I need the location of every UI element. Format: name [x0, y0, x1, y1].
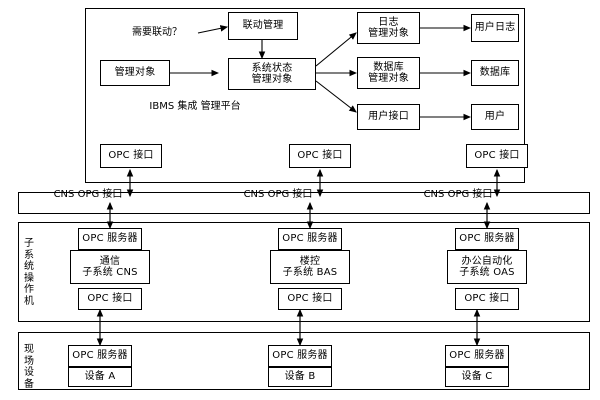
- subsystem-2-opc-interface-label: OPC 接口: [287, 293, 333, 305]
- subsystem-2-name-line2: 子系统 BAS: [282, 267, 338, 278]
- bus-label-2: CNS OPG 接口: [243, 189, 313, 200]
- subsystem-3-name-line2: 子系统 OAS: [459, 267, 515, 278]
- node-log-object: 日志 管理对象: [357, 12, 420, 44]
- subsystem-2-server: OPC 服务器: [278, 228, 342, 250]
- node-system-state-object: 系统状态 管理对象: [228, 58, 316, 90]
- subsystem-1-name: 通信 子系统 CNS: [70, 250, 150, 284]
- field-device-2-label: 设备 B: [284, 371, 316, 383]
- node-database-label: 数据库: [479, 67, 511, 79]
- subsystem-2-opc-interface: OPC 接口: [278, 288, 342, 310]
- band-label-subsystem: 子系统操作机: [24, 238, 34, 307]
- subsystem-1-server-label: OPC 服务器: [82, 233, 138, 245]
- bus-label-1: CNS OPG 接口: [53, 189, 123, 200]
- platform-title-line1: IBMS 集成: [149, 101, 198, 112]
- platform-title-line2: 管理平台: [200, 101, 241, 112]
- subsystem-band-frame: [18, 222, 590, 322]
- node-log-object-line2: 管理对象: [368, 28, 409, 39]
- field-device-3-server: OPC 服务器: [445, 345, 509, 367]
- subsystem-1-opc-interface-label: OPC 接口: [87, 293, 133, 305]
- node-managed-object-label: 管理对象: [114, 67, 156, 79]
- field-device-1-server: OPC 服务器: [68, 345, 132, 367]
- subsystem-3-opc-interface-label: OPC 接口: [464, 293, 510, 305]
- subsystem-3-name: 办公自动化 子系统 OAS: [447, 250, 527, 284]
- node-database-object: 数据库 管理对象: [357, 57, 420, 89]
- node-database-object-line2: 管理对象: [368, 73, 409, 84]
- node-log-object-line1: 日志: [378, 16, 399, 28]
- subsystem-3-name-line1: 办公自动化: [461, 255, 513, 267]
- field-device-1-server-label: OPC 服务器: [72, 350, 128, 362]
- platform-opc-interface-3-label: OPC 接口: [474, 150, 520, 162]
- subsystem-2-name-line1: 楼控: [299, 255, 321, 267]
- node-system-state-object-line2: 管理对象: [251, 74, 293, 85]
- platform-opc-interface-1: OPC 接口: [100, 144, 162, 168]
- subsystem-1-name-line2: 子系统 CNS: [82, 267, 138, 278]
- node-user-interface-object-label: 用户接口: [368, 111, 409, 123]
- node-user-log-label: 用户日志: [474, 22, 516, 34]
- platform-opc-interface-1-label: OPC 接口: [108, 150, 154, 162]
- field-device-3-label: 设备 C: [461, 371, 493, 383]
- field-device-2-server-label: OPC 服务器: [272, 350, 328, 362]
- field-device-3-server-label: OPC 服务器: [449, 350, 505, 362]
- field-device-1-label: 设备 A: [84, 371, 116, 383]
- platform-opc-interface-2-label: OPC 接口: [297, 150, 343, 162]
- platform-opc-interface-3: OPC 接口: [466, 144, 528, 168]
- bus-label-3: CNS OPG 接口: [423, 189, 493, 200]
- node-database-object-line1: 数据库: [373, 61, 404, 73]
- platform-frame: [85, 8, 525, 183]
- node-user-interface-object: 用户接口: [357, 104, 420, 130]
- node-system-state-object-line1: 系统状态: [251, 62, 293, 74]
- subsystem-2-name: 楼控 子系统 BAS: [270, 250, 350, 284]
- subsystem-1-opc-interface: OPC 接口: [78, 288, 142, 310]
- platform-opc-interface-2: OPC 接口: [289, 144, 351, 168]
- subsystem-1-server: OPC 服务器: [78, 228, 142, 250]
- node-user-log: 用户日志: [471, 14, 519, 42]
- node-user-label: 用户: [484, 111, 506, 123]
- field-device-2: 设备 B: [268, 367, 332, 387]
- field-device-3: 设备 C: [445, 367, 509, 387]
- subsystem-3-opc-interface: OPC 接口: [455, 288, 519, 310]
- node-linkage-management: 联动管理: [228, 12, 298, 40]
- band-label-field: 现场设备: [24, 344, 34, 390]
- subsystem-3-server: OPC 服务器: [455, 228, 519, 250]
- subsystem-2-server-label: OPC 服务器: [282, 233, 338, 245]
- subsystem-1-name-line1: 通信: [99, 255, 121, 267]
- node-linkage-management-label: 联动管理: [242, 20, 284, 32]
- bus-band-frame: [18, 192, 590, 214]
- platform-title: IBMS 集成 管理平台: [140, 101, 250, 113]
- node-database: 数据库: [471, 60, 519, 86]
- field-band-frame: [18, 332, 590, 390]
- linkage-question-label: 需要联动？: [132, 27, 182, 38]
- node-managed-object: 管理对象: [100, 60, 170, 86]
- node-user: 用户: [471, 104, 519, 130]
- field-device-2-server: OPC 服务器: [268, 345, 332, 367]
- subsystem-3-server-label: OPC 服务器: [459, 233, 515, 245]
- field-device-1: 设备 A: [68, 367, 132, 387]
